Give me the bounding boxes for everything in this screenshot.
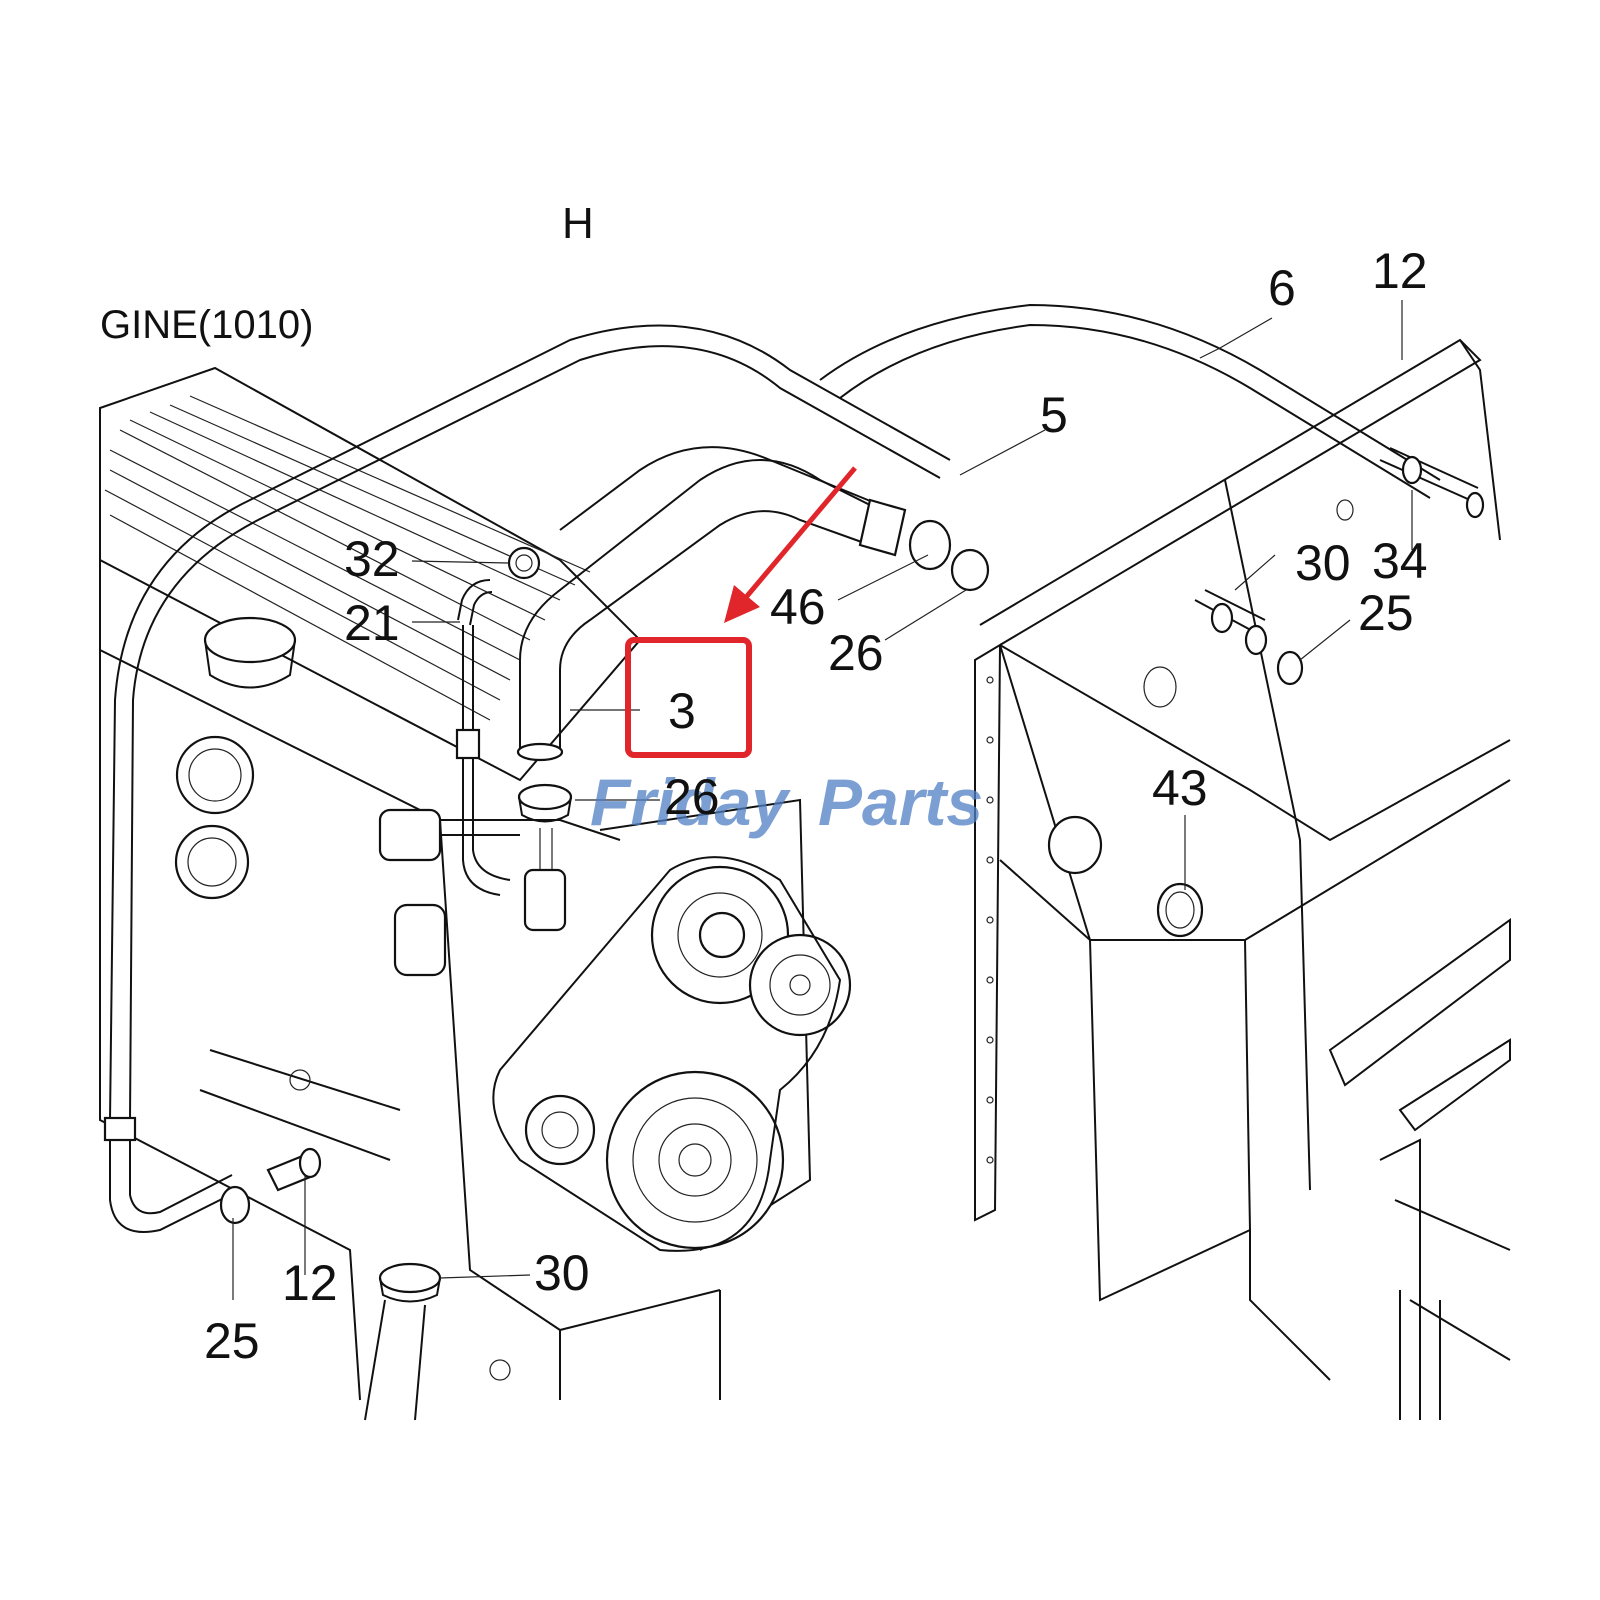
callout-30-bottom: 30 [534, 1245, 590, 1301]
engine-drawing [99, 366, 852, 1401]
callout-3: 3 [668, 683, 696, 739]
pointer-arrow-shaft [740, 466, 857, 604]
callout-32: 32 [344, 531, 400, 587]
watermark: Friday Parts [590, 765, 983, 839]
highlight-box [625, 637, 752, 758]
callout-5: 5 [1040, 387, 1068, 443]
callout-12-bottom: 12 [282, 1255, 338, 1311]
callout-26-low: 26 [664, 769, 720, 825]
callout-12-top: 12 [1372, 243, 1428, 299]
dipstick-21 [455, 579, 511, 896]
small-parts [219, 546, 573, 1421]
pointer-arrow-head [724, 585, 760, 623]
section-label: H [562, 199, 594, 248]
engine-heading: GINE(1010) [100, 303, 313, 347]
callout-34: 34 [1372, 533, 1428, 589]
upper-hose-3 [516, 459, 990, 762]
callout-25-bottom: 25 [204, 1313, 260, 1369]
tube-frame-left [103, 324, 951, 1233]
radiator-drawing [974, 338, 1511, 1420]
watermark-friday: Friday [590, 765, 791, 839]
callout-21: 21 [344, 595, 400, 651]
tube-frame-right [559, 303, 1441, 531]
callout-43: 43 [1152, 760, 1208, 816]
callout-6: 6 [1268, 260, 1296, 316]
watermark-parts: Parts [818, 765, 983, 839]
callout-25-right: 25 [1358, 585, 1414, 641]
callout-26-mid: 26 [828, 625, 884, 681]
leader-lines [232, 300, 1413, 1300]
callout-30-right: 30 [1295, 535, 1351, 591]
callout-46: 46 [770, 579, 826, 635]
highlight-annotation [625, 466, 857, 758]
